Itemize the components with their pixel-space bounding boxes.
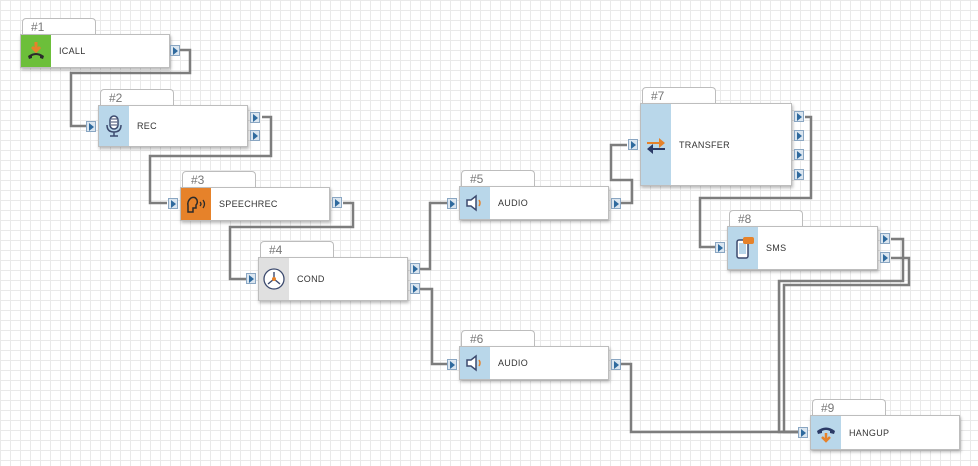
node-number: #6 bbox=[461, 330, 535, 346]
node-body[interactable]: ICALL bbox=[20, 34, 170, 68]
node-label: COND bbox=[297, 274, 325, 284]
node-label: SPEECHREC bbox=[219, 199, 278, 209]
node-body[interactable]: AUDIO bbox=[459, 186, 609, 220]
microphone-icon bbox=[99, 106, 129, 146]
input-port[interactable] bbox=[86, 121, 96, 132]
node-body[interactable]: HANGUP bbox=[810, 415, 960, 450]
output-port[interactable] bbox=[794, 169, 804, 180]
node-body[interactable]: COND bbox=[258, 257, 408, 301]
output-port[interactable] bbox=[611, 359, 621, 370]
output-port[interactable] bbox=[880, 252, 890, 263]
input-port[interactable] bbox=[628, 139, 638, 150]
input-port[interactable] bbox=[246, 273, 256, 284]
output-port[interactable] bbox=[170, 45, 180, 56]
node-number: #1 bbox=[22, 18, 96, 34]
incoming-call-icon bbox=[21, 35, 51, 67]
output-port[interactable] bbox=[794, 130, 804, 141]
wire-4-to-5 bbox=[419, 201, 447, 271]
node-number: #2 bbox=[100, 89, 174, 105]
node-label: TRANSFER bbox=[679, 139, 730, 150]
input-port[interactable] bbox=[168, 198, 178, 209]
input-port[interactable] bbox=[715, 242, 725, 253]
output-port[interactable] bbox=[794, 149, 804, 160]
output-port[interactable] bbox=[410, 283, 420, 294]
speech-recognition-icon bbox=[181, 188, 211, 220]
transfer-arrows-icon bbox=[641, 104, 671, 185]
hangup-phone-icon bbox=[811, 416, 841, 449]
node-body[interactable]: SPEECHREC bbox=[180, 187, 330, 221]
node-label: ICALL bbox=[59, 46, 86, 56]
output-port[interactable] bbox=[332, 197, 342, 208]
output-port[interactable] bbox=[410, 263, 420, 274]
output-port[interactable] bbox=[250, 130, 260, 141]
node-label: AUDIO bbox=[498, 198, 529, 208]
node-number: #7 bbox=[642, 87, 716, 103]
condition-icon bbox=[259, 258, 289, 300]
node-number: #5 bbox=[461, 170, 535, 186]
node-body[interactable]: AUDIO bbox=[459, 346, 609, 380]
speaker-icon bbox=[460, 187, 490, 219]
node-body[interactable]: SMS bbox=[727, 226, 878, 270]
node-number: #9 bbox=[812, 399, 886, 415]
wire-6-to-9 bbox=[621, 362, 798, 434]
node-label: AUDIO bbox=[498, 358, 529, 368]
node-label: REC bbox=[137, 121, 157, 131]
node-number: #4 bbox=[260, 241, 334, 257]
node-number: #8 bbox=[729, 210, 803, 226]
wire-5-to-7 bbox=[609, 143, 634, 205]
node-body[interactable]: REC bbox=[98, 105, 248, 147]
node-number: #3 bbox=[182, 171, 256, 187]
speaker-icon bbox=[460, 347, 490, 379]
input-port[interactable] bbox=[447, 359, 457, 370]
node-body[interactable]: TRANSFER bbox=[640, 103, 792, 186]
node-label: SMS bbox=[766, 243, 787, 253]
sms-phone-icon bbox=[728, 227, 758, 269]
output-port[interactable] bbox=[794, 111, 804, 122]
node-label: HANGUP bbox=[849, 427, 890, 438]
output-port[interactable] bbox=[250, 112, 260, 123]
wire-4-to-6 bbox=[419, 287, 447, 366]
input-port[interactable] bbox=[798, 427, 808, 438]
output-port[interactable] bbox=[880, 233, 890, 244]
input-port[interactable] bbox=[447, 198, 457, 209]
output-port[interactable] bbox=[611, 198, 621, 209]
